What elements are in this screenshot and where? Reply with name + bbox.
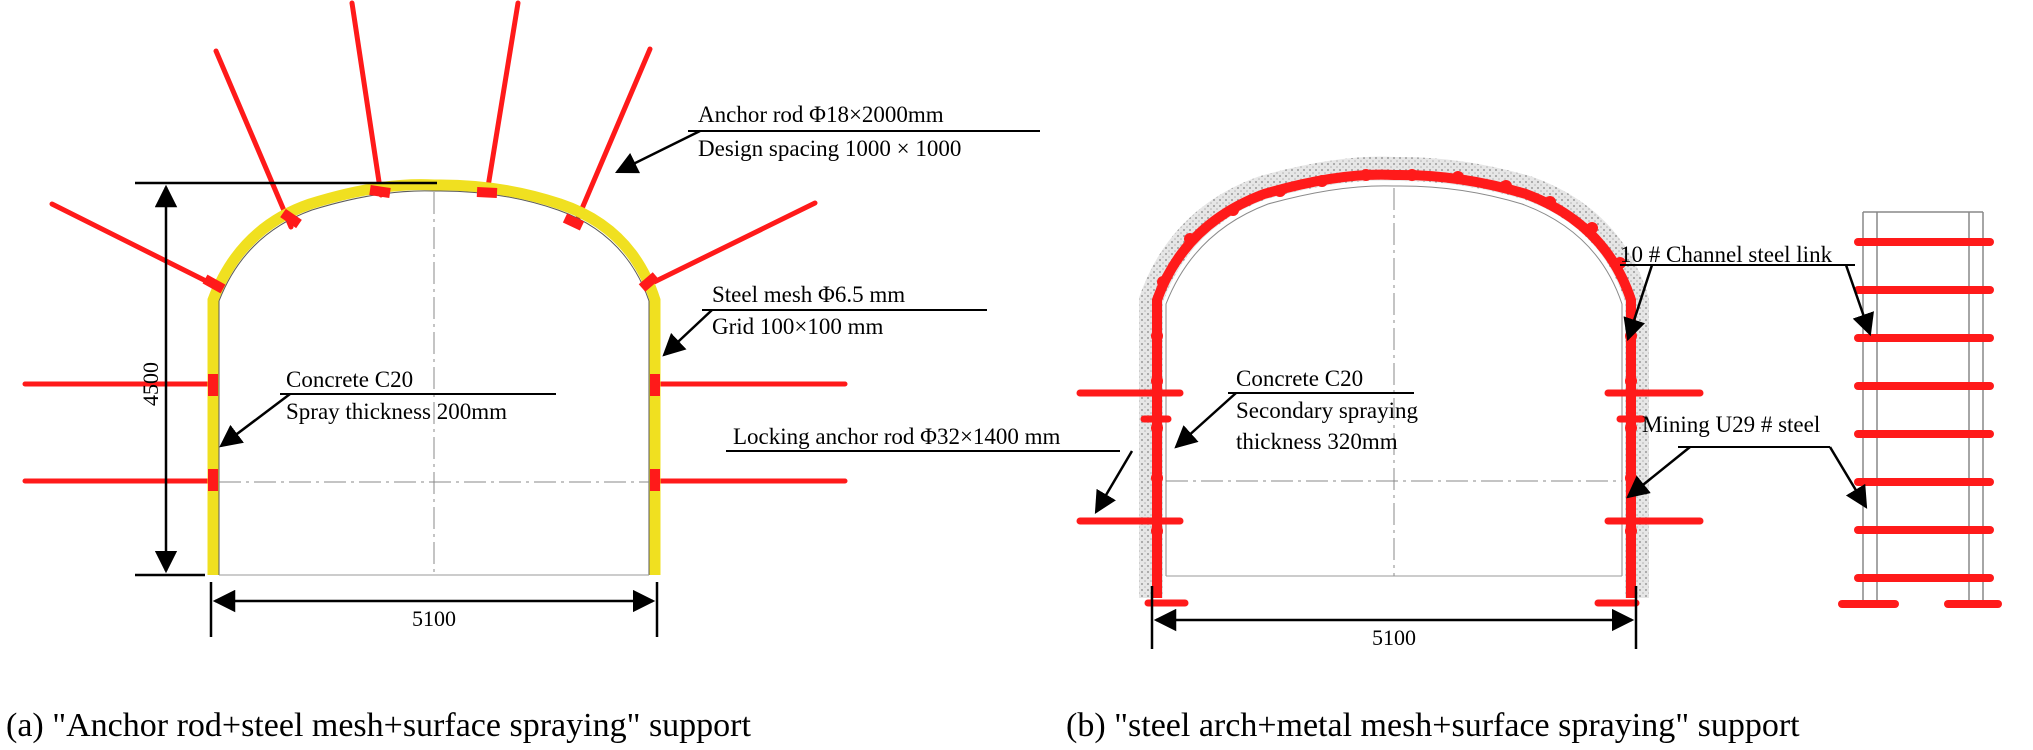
locking-anchor-callout: Locking anchor rod Φ32×1400 mm: [726, 424, 1134, 514]
locking-anchor-label: Locking anchor rod Φ32×1400 mm: [733, 424, 1061, 449]
width-dimension-b: [1150, 586, 1638, 649]
bearing-plates-a: [202, 185, 660, 491]
anchor-spacing-label: Design spacing 1000 × 1000: [698, 136, 961, 161]
height-dimension-a: [135, 181, 437, 577]
mining-steel-callout: Mining U29 # steel: [1626, 412, 1868, 509]
steel-mesh-callout: Steel mesh Φ6.5 mm Grid 100×100 mm: [662, 282, 987, 357]
anchor-rods: [49, 0, 818, 290]
caption-b: (b) "steel arch+metal mesh+surface spray…: [1066, 707, 1800, 744]
concrete-callout-b: Concrete C20 Secondary spraying thicknes…: [1174, 366, 1419, 454]
locking-anchor-rods-a: [22, 381, 848, 484]
channel-link-callout: 10 # Channel steel link: [1620, 242, 1874, 342]
secondary-spraying-label: Secondary spraying: [1236, 398, 1419, 423]
anchor-rod-callout: Anchor rod Φ18×2000mm Design spacing 100…: [614, 102, 1040, 174]
width-dim-label-b: 5100: [1372, 625, 1416, 650]
concrete-lining-a: [207, 179, 661, 575]
panel-b: 5100: [1066, 156, 2002, 744]
lining-inner-edge-b: [1165, 185, 1623, 576]
steel-arch: [1152, 169, 1636, 598]
concrete-label-a: Concrete C20: [286, 367, 413, 392]
steel-mesh-label: Steel mesh Φ6.5 mm: [712, 282, 905, 307]
height-dim-label-a: 4500: [138, 362, 163, 406]
caption-a: (a) "Anchor rod+steel mesh+surface spray…: [6, 707, 751, 744]
lining-inner-edge-a: [218, 190, 650, 575]
centerlines-a: [219, 192, 649, 575]
centerlines-b: [1166, 188, 1622, 576]
sprayed-concrete-b: [1139, 156, 1649, 598]
anchor-rod-label: Anchor rod Φ18×2000mm: [698, 102, 944, 127]
locking-anchor-rods-b: [1076, 389, 1704, 607]
channel-link-label: 10 # Channel steel link: [1620, 242, 1833, 267]
panel-a: 4500 5100 Anchor rod Φ18×2000mm Design s…: [6, 0, 1134, 744]
concrete-label-b: Concrete C20: [1236, 366, 1363, 391]
u-steel-elevation: [1838, 211, 2002, 608]
mesh-grid-label: Grid 100×100 mm: [712, 314, 884, 339]
spray-thickness-label-b: thickness 320mm: [1236, 429, 1398, 454]
mining-steel-label: Mining U29 # steel: [1642, 412, 1820, 437]
spray-thickness-label-a: Spray thickness 200mm: [286, 399, 507, 424]
concrete-callout-a: Concrete C20 Spray thickness 200mm: [219, 367, 556, 448]
channel-link-points: [1151, 169, 1637, 537]
width-dimension-a: [209, 582, 659, 637]
width-dim-label-a: 5100: [412, 606, 456, 631]
